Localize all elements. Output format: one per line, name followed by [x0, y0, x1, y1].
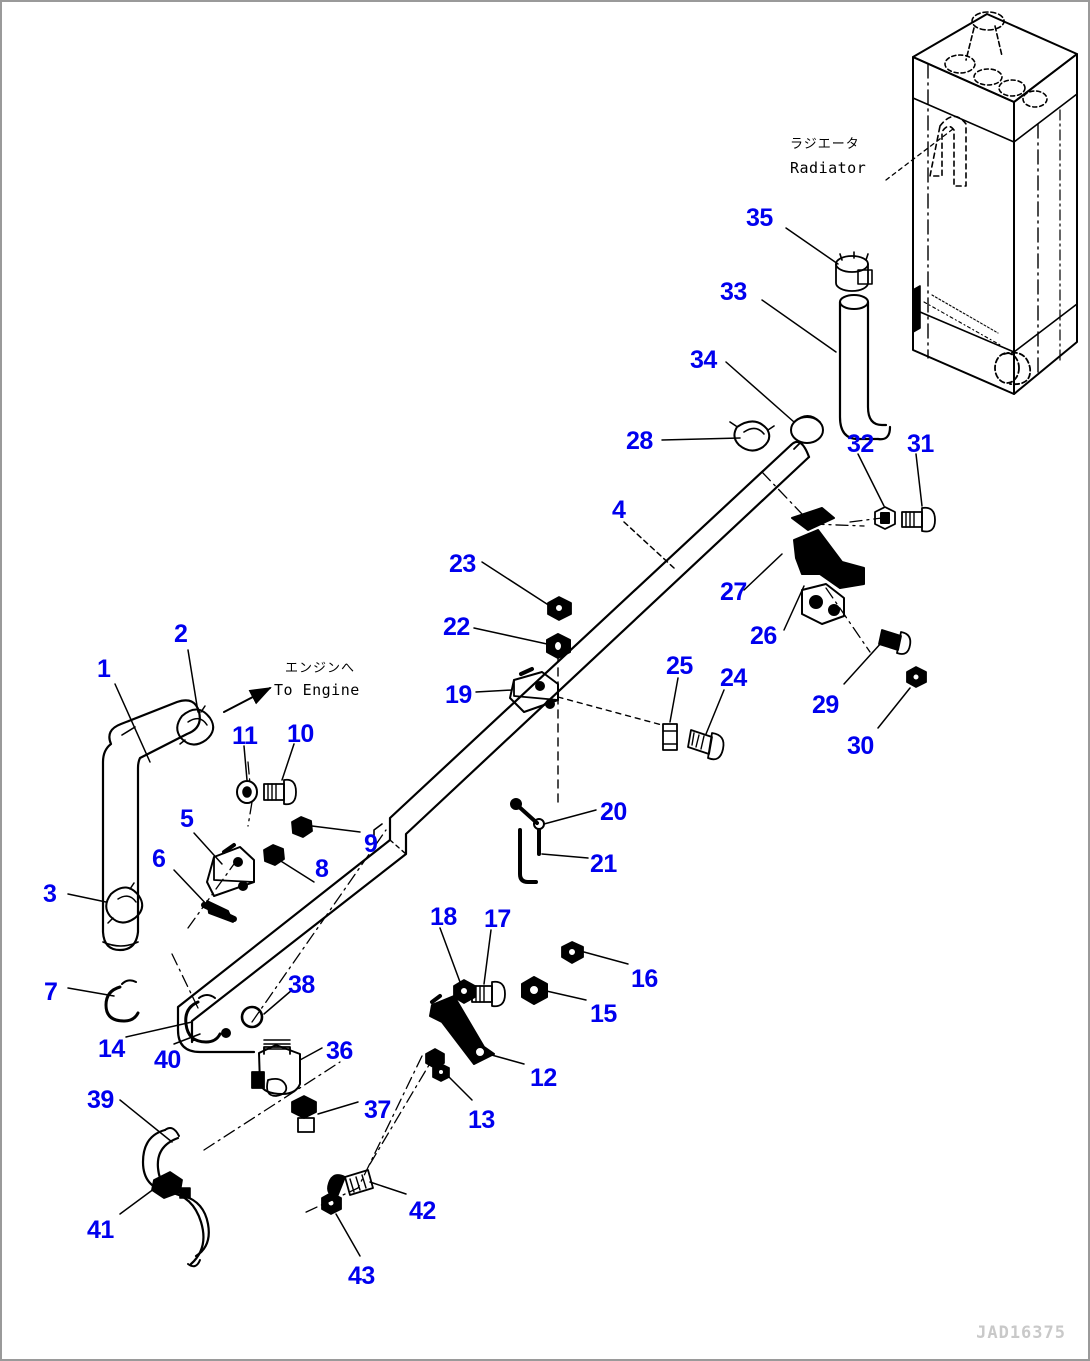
leader-lines — [67, 227, 923, 1257]
callout-number-3[interactable]: 3 — [43, 880, 57, 908]
callout-number-23[interactable]: 23 — [449, 550, 476, 578]
radiator-label-jp: ラジエータ — [790, 137, 860, 152]
callout-number-32[interactable]: 32 — [847, 430, 874, 458]
part-12-bracket — [429, 994, 495, 1065]
part-2-clamp — [176, 705, 215, 746]
callout-number-33[interactable]: 33 — [720, 278, 747, 306]
part-7-clip — [104, 979, 140, 1023]
callout-number-22[interactable]: 22 — [443, 613, 470, 641]
callout-number-9[interactable]: 9 — [364, 830, 378, 858]
part-10-bolt — [263, 778, 297, 806]
callout-number-13[interactable]: 13 — [468, 1106, 495, 1134]
part-24-bolt — [687, 729, 725, 761]
callout-number-17[interactable]: 17 — [484, 905, 511, 933]
callout-number-14[interactable]: 14 — [98, 1035, 125, 1063]
callout-number-1[interactable]: 1 — [97, 655, 111, 683]
callout-number-8[interactable]: 8 — [315, 855, 329, 883]
callout-number-31[interactable]: 31 — [907, 430, 934, 458]
callout-number-29[interactable]: 29 — [812, 691, 839, 719]
callout-number-16[interactable]: 16 — [631, 965, 658, 993]
callout-number-42[interactable]: 42 — [409, 1197, 436, 1225]
part-6-clip — [201, 900, 237, 923]
part-5-bracket — [206, 843, 255, 897]
callout-number-34[interactable]: 34 — [690, 346, 717, 374]
callout-number-10[interactable]: 10 — [287, 720, 314, 748]
part-18-washer — [453, 979, 476, 1004]
part-22-nut — [546, 633, 571, 659]
callout-number-4[interactable]: 4 — [612, 496, 626, 524]
leader-radiator — [885, 128, 954, 181]
callout-number-26[interactable]: 26 — [750, 622, 777, 650]
callout-number-20[interactable]: 20 — [600, 798, 627, 826]
part-11-washer — [236, 780, 258, 804]
part-31-bolt — [901, 506, 936, 533]
callout-number-12[interactable]: 12 — [530, 1064, 557, 1092]
callout-number-30[interactable]: 30 — [847, 732, 874, 760]
callout-number-7[interactable]: 7 — [44, 978, 58, 1006]
callout-number-21[interactable]: 21 — [590, 850, 617, 878]
radiator-label-en: Radiator — [790, 159, 867, 177]
part-28-clamp — [729, 420, 775, 452]
callout-number-19[interactable]: 19 — [445, 681, 472, 709]
callout-number-27[interactable]: 27 — [720, 578, 747, 606]
part-25-spacer — [662, 723, 678, 751]
callout-number-24[interactable]: 24 — [720, 664, 747, 692]
callout-number-41[interactable]: 41 — [87, 1216, 114, 1244]
part-15-nut — [521, 976, 548, 1005]
callout-number-6[interactable]: 6 — [152, 845, 166, 873]
pipe-bend-detail — [373, 823, 383, 845]
callout-number-25[interactable]: 25 — [666, 652, 693, 680]
part-4-main-pipe — [176, 440, 811, 1054]
part-37-fitting — [291, 1095, 317, 1133]
callout-number-28[interactable]: 28 — [626, 427, 653, 455]
callout-number-36[interactable]: 36 — [326, 1037, 353, 1065]
part-9-nut — [291, 816, 313, 838]
callout-number-40[interactable]: 40 — [154, 1046, 181, 1074]
callout-number-37[interactable]: 37 — [364, 1096, 391, 1124]
callout-number-11[interactable]: 11 — [232, 722, 258, 750]
part-30-washer — [906, 666, 927, 688]
part-21-clip — [518, 828, 541, 884]
to-engine-label-jp: エンジンへ — [285, 661, 356, 676]
callout-number-5[interactable]: 5 — [180, 805, 194, 833]
part-13-fastener — [425, 1048, 450, 1082]
callout-number-35[interactable]: 35 — [746, 204, 773, 232]
part-35-clamp — [835, 251, 873, 292]
to-engine-arrow — [223, 687, 272, 713]
part-33-upper-hose — [838, 294, 892, 441]
part-34-clamp — [790, 415, 824, 450]
part-16-nut — [561, 941, 584, 964]
part-39-41-hose — [141, 1127, 210, 1268]
drawing-watermark: JAD16375 — [976, 1323, 1066, 1343]
callout-number-38[interactable]: 38 — [288, 971, 315, 999]
callout-number-2[interactable]: 2 — [174, 620, 188, 648]
part-23-washer — [547, 596, 572, 621]
to-engine-label-en: To Engine — [274, 681, 360, 699]
part-38-oring — [240, 1005, 264, 1029]
part-3-clamp — [105, 882, 144, 924]
callout-number-15[interactable]: 15 — [590, 1000, 617, 1028]
callout-number-18[interactable]: 18 — [430, 903, 457, 931]
assembly-axes — [171, 471, 883, 1215]
callout-number-43[interactable]: 43 — [348, 1262, 375, 1290]
part-1-hose — [101, 699, 201, 952]
part-29-bolt — [878, 629, 912, 655]
radiator-assembly — [912, 11, 1078, 395]
part-43-washer — [321, 1192, 342, 1215]
part-20-pin — [510, 798, 545, 830]
part-42-bolt — [327, 1169, 374, 1198]
part-26-elbow — [791, 507, 865, 625]
callout-number-39[interactable]: 39 — [87, 1086, 114, 1114]
part-36-fitting — [251, 1039, 301, 1097]
part-19-bracket — [509, 667, 559, 713]
part-17-bolt — [471, 980, 506, 1008]
